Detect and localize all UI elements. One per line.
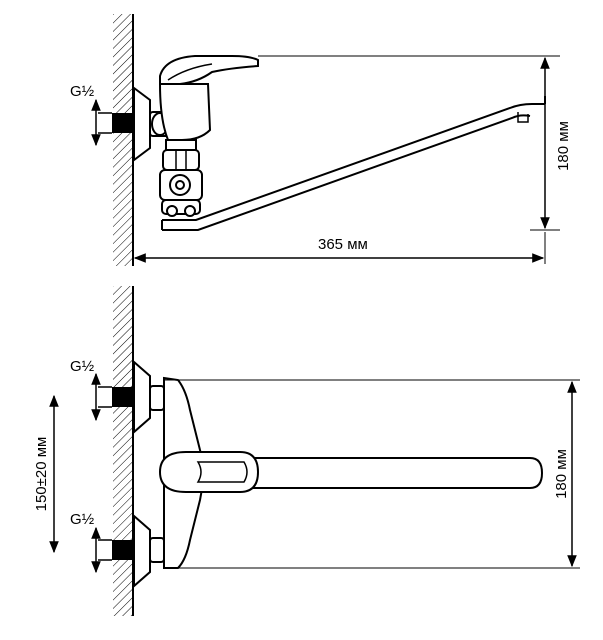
- thread-label-top-upper: G½: [70, 358, 95, 375]
- thread-label-side: G½: [70, 83, 95, 100]
- height-label-top: 180 мм: [553, 449, 570, 499]
- thread-label-top-lower: G½: [70, 511, 95, 528]
- height-label-side: 180 мм: [555, 121, 572, 171]
- top-view: G½ G½ 150±20 мм 180 мм: [33, 286, 580, 616]
- side-view: G½: [70, 14, 572, 266]
- wall-hatching-top: [113, 286, 134, 616]
- diverter-block: [159, 139, 203, 217]
- spout-top: [233, 457, 544, 489]
- mixer-body: [158, 55, 259, 141]
- center-distance-label: 150±20 мм: [33, 437, 50, 512]
- wall-hatching: [113, 14, 134, 266]
- length-label: 365 мм: [318, 236, 368, 253]
- pipe-connector-bottom: [91, 513, 165, 589]
- pipe-connector-top: [91, 359, 165, 435]
- pipe-connector: [91, 98, 134, 147]
- lever-handle-top: [158, 451, 260, 493]
- spout-side: [161, 96, 546, 231]
